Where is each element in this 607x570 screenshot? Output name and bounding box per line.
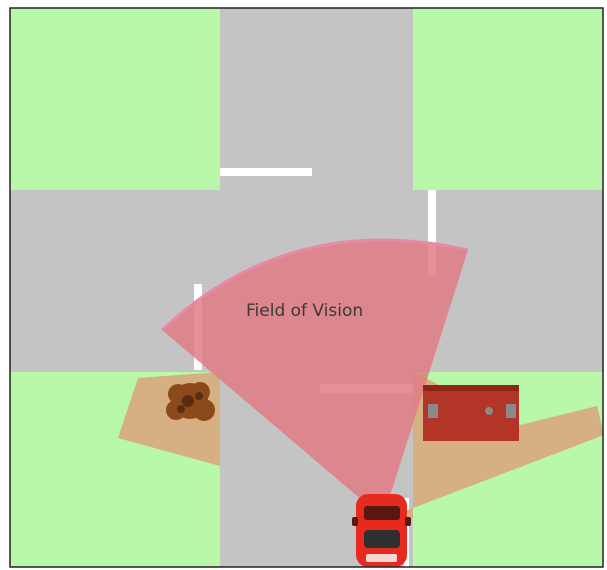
building-icon [423,385,519,441]
bush-icon [166,382,215,421]
fov-label: Field of Vision [246,301,363,321]
grass-top-left [10,8,220,190]
car-icon [352,494,411,567]
grass-top-right [413,8,603,190]
stop-line-top [220,168,312,176]
